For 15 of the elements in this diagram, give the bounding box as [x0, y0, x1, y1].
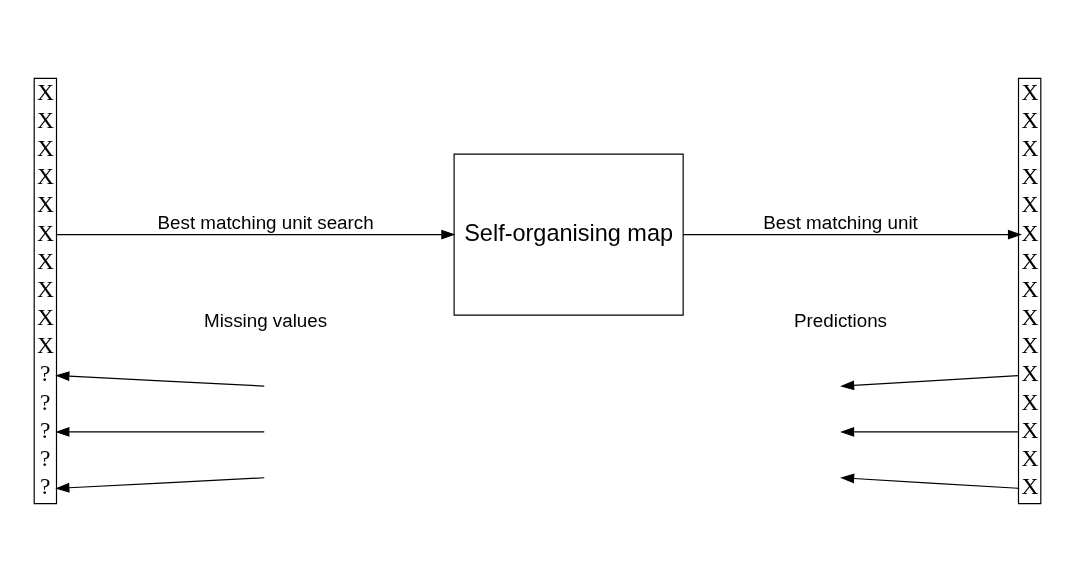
arrow	[55, 426, 265, 437]
edge-label: Best matching unit	[763, 211, 918, 233]
arrow	[682, 229, 1023, 240]
node-box: Self-organising map	[453, 153, 684, 316]
arrow	[840, 374, 1020, 390]
node-box: X X X X X X X X X X X X X X X	[1017, 77, 1042, 504]
arrow	[55, 476, 265, 493]
arrow	[840, 426, 1020, 437]
node-box: X X X X X X X X X X ? ? ? ? ?	[33, 77, 58, 504]
arrow	[55, 370, 265, 387]
arrow	[840, 473, 1020, 489]
label: Predictions	[794, 309, 888, 331]
edge-label: Best matching unit search	[157, 211, 374, 233]
arrow	[55, 229, 456, 240]
label: Missing values	[203, 309, 328, 331]
